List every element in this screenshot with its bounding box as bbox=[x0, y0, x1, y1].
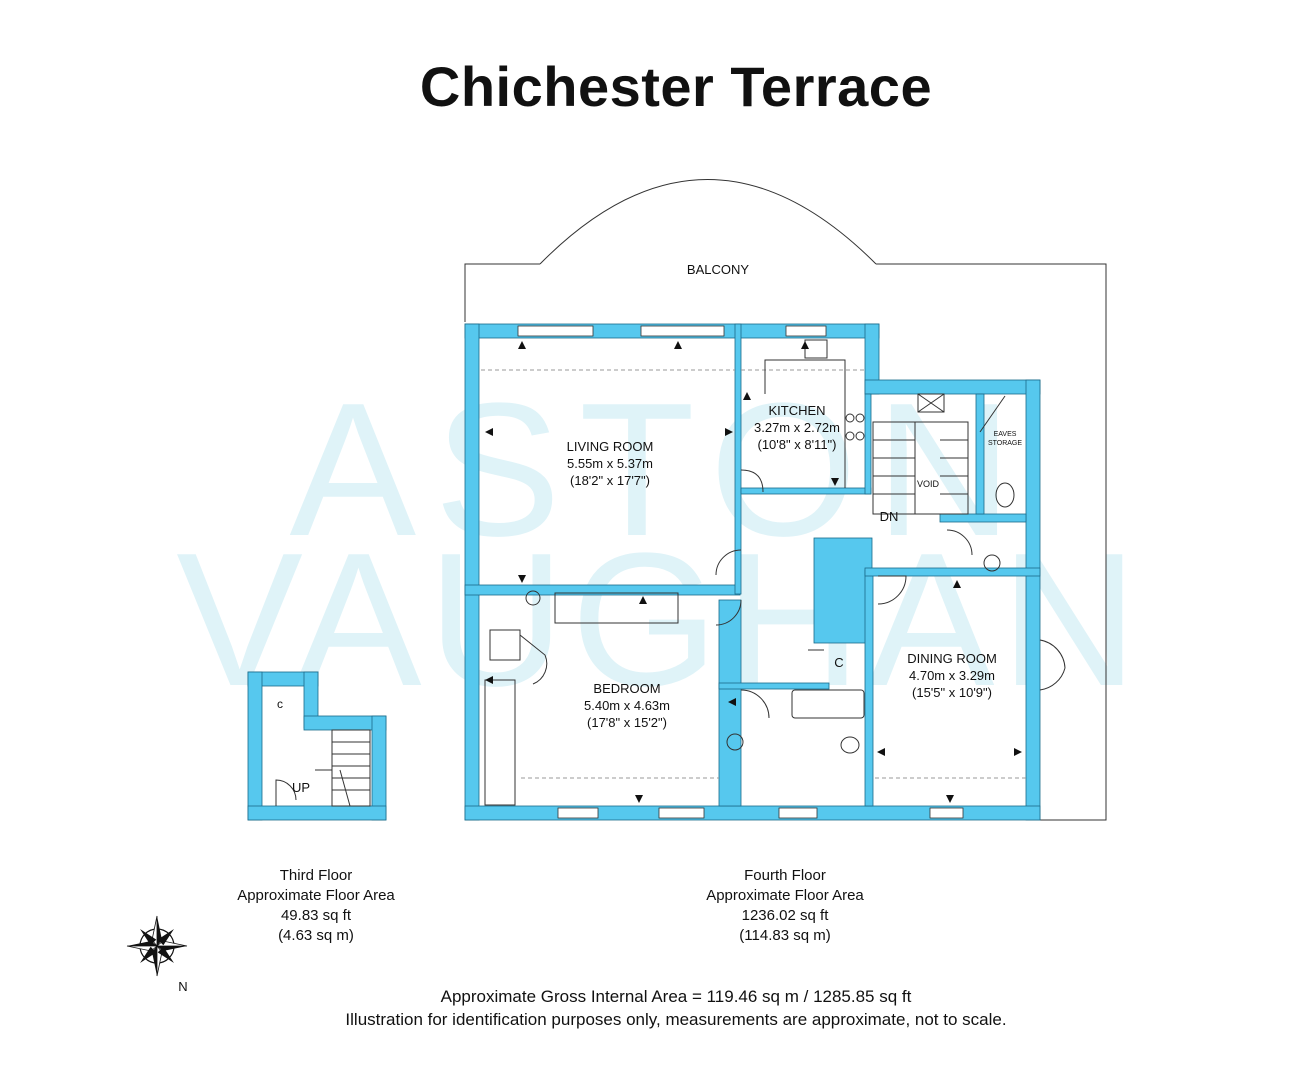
compass-icon bbox=[126, 915, 188, 977]
third-floor-line1: Third Floor bbox=[279, 867, 353, 884]
fourth-floor-line3: 1236.02 sq ft bbox=[741, 907, 829, 924]
dining-room-imperial: (15'5" x 10'9") bbox=[912, 685, 992, 700]
footer: Approximate Gross Internal Area = 119.46… bbox=[0, 985, 1314, 1031]
gross-area: Approximate Gross Internal Area = 119.46… bbox=[440, 987, 912, 1006]
disclaimer: Illustration for identification purposes… bbox=[345, 1010, 1007, 1029]
windows bbox=[517, 325, 964, 819]
living-room-name: LIVING ROOM bbox=[567, 439, 654, 454]
markers bbox=[485, 341, 1022, 803]
page-title: Chichester Terrace bbox=[419, 55, 933, 118]
fourth-floor-line1: Fourth Floor bbox=[744, 867, 826, 884]
void-label: VOID bbox=[917, 479, 940, 489]
fourth-floor-caption: Fourth Floor Approximate Floor Area 1236… bbox=[675, 866, 895, 946]
eaves-label-line2: STORAGE bbox=[988, 440, 1022, 447]
third-floor-walls bbox=[247, 671, 387, 821]
bedroom-imperial: (17'8" x 15'2") bbox=[587, 715, 667, 730]
third-floor-cupboard-label: c bbox=[277, 697, 283, 711]
fourth-floor-line4: (114.83 sq m) bbox=[739, 927, 831, 944]
dining-room-metric: 4.70m x 3.29m bbox=[909, 668, 995, 683]
living-room-metric: 5.55m x 5.37m bbox=[567, 456, 653, 471]
up-label: UP bbox=[292, 780, 310, 795]
third-floor-line3: 49.83 sq ft bbox=[280, 907, 352, 924]
kitchen-metric: 3.27m x 2.72m bbox=[754, 420, 840, 435]
compass-north-label: N bbox=[178, 979, 187, 994]
watermark-line2: VAUGHAN bbox=[176, 514, 1144, 726]
cupboard-label: C bbox=[834, 655, 843, 670]
balcony-label: BALCONY bbox=[687, 262, 749, 277]
fixtures bbox=[481, 339, 1066, 806]
bedroom-name: BEDROOM bbox=[593, 681, 660, 696]
fourth-floor-line2: Approximate Floor Area bbox=[706, 887, 864, 904]
third-floor-caption: Third Floor Approximate Floor Area 49.83… bbox=[206, 866, 426, 946]
dining-room-name: DINING ROOM bbox=[907, 651, 997, 666]
living-room-imperial: (18'2" x 17'7") bbox=[570, 473, 650, 488]
watermark-line1: ASTON bbox=[289, 364, 1030, 576]
eaves-label-line1: EAVES bbox=[994, 431, 1017, 438]
room-labels: LIVING ROOM 5.55m x 5.37m (18'2" x 17'7"… bbox=[567, 403, 1023, 730]
third-floor-stairs bbox=[275, 729, 371, 807]
bedroom-metric: 5.40m x 4.63m bbox=[584, 698, 670, 713]
balcony bbox=[464, 179, 1107, 821]
kitchen-name: KITCHEN bbox=[768, 403, 825, 418]
third-floor-line2: Approximate Floor Area bbox=[237, 887, 395, 904]
third-floor-line4: (4.63 sq m) bbox=[278, 927, 354, 944]
watermark: ASTON VAUGHAN bbox=[176, 364, 1144, 726]
kitchen-imperial: (10'8" x 8'11") bbox=[758, 437, 837, 452]
dn-label: DN bbox=[880, 509, 899, 524]
